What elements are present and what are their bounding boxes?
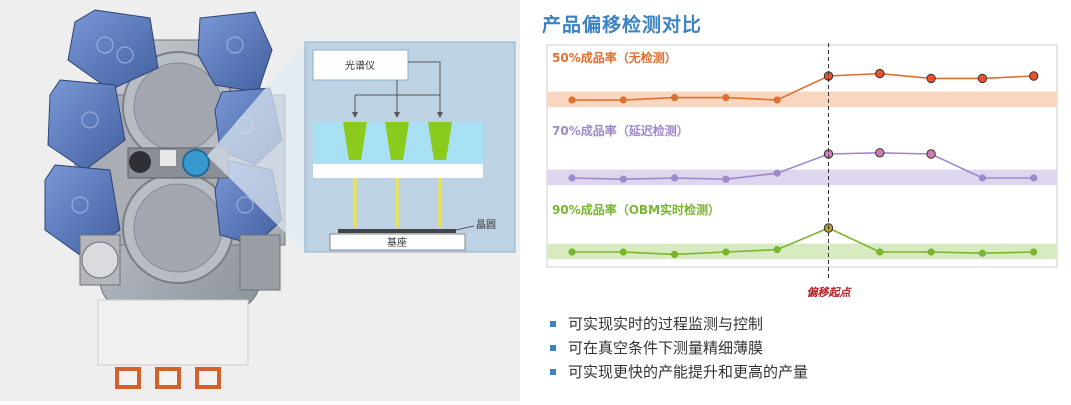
data-point bbox=[1029, 71, 1039, 81]
equipment-illustration: 光谱仪 晶圆 基座 bbox=[44, 9, 516, 389]
data-point bbox=[671, 174, 679, 182]
process-modules bbox=[44, 9, 283, 256]
series-line bbox=[572, 227, 1034, 256]
series-label: 50%成品率（无检测） bbox=[552, 50, 677, 65]
data-point bbox=[1030, 174, 1038, 182]
bullet-square-icon bbox=[550, 321, 556, 327]
data-point bbox=[978, 249, 986, 257]
data-point bbox=[876, 248, 884, 256]
substrate bbox=[329, 233, 466, 251]
data-point bbox=[927, 248, 935, 256]
wafer bbox=[338, 229, 456, 233]
data-point bbox=[722, 175, 730, 183]
wafer-label: 晶圆 bbox=[476, 219, 496, 231]
series-label: 90%成品率（OBM实时检测） bbox=[552, 202, 720, 217]
data-point bbox=[875, 68, 885, 79]
data-point bbox=[568, 96, 576, 104]
data-point bbox=[978, 174, 986, 182]
feature-list: 可实现实时的过程监测与控制 可在真空条件下测量精细薄膜 可实现更快的产能提升和更… bbox=[550, 312, 808, 384]
feature-item: 可实现实时的过程监测与控制 bbox=[550, 312, 808, 336]
data-point bbox=[568, 248, 576, 256]
data-point bbox=[1030, 248, 1038, 256]
bullet-square-icon bbox=[550, 369, 556, 375]
spectrometer-box bbox=[312, 49, 409, 81]
page-title: 产品偏移检测对比 bbox=[542, 14, 703, 36]
data-point bbox=[671, 250, 679, 258]
feature-item: 可实现更快的产能提升和更高的产量 bbox=[550, 360, 808, 384]
data-point bbox=[926, 149, 936, 159]
load-port bbox=[97, 299, 249, 366]
series-label: 70%成品率（延迟检测） bbox=[552, 123, 689, 138]
data-point bbox=[773, 96, 781, 104]
data-point bbox=[619, 248, 627, 256]
data-point bbox=[773, 169, 781, 177]
data-point bbox=[926, 73, 936, 84]
data-point bbox=[773, 246, 781, 254]
equipment-panel: 光谱仪 晶圆 基座 bbox=[0, 0, 520, 401]
data-point bbox=[671, 94, 679, 102]
data-point bbox=[619, 96, 627, 104]
offset-start-label: 偏移起点 bbox=[807, 286, 853, 299]
data-point bbox=[722, 94, 730, 102]
bullet-square-icon bbox=[550, 345, 556, 351]
series-line bbox=[571, 151, 1034, 181]
series-line bbox=[572, 72, 1034, 101]
spectrometer-label: 光谱仪 bbox=[345, 59, 375, 72]
offset-comparison-chart: 偏移起点 50%成品率（无检测） 70%成品率（延迟检测） 90%成品率（OBM实时… bbox=[546, 43, 1058, 299]
sensor-dot bbox=[182, 149, 210, 177]
feature-item: 可在真空条件下测量精细薄膜 bbox=[550, 336, 808, 360]
chart-frame bbox=[546, 44, 1058, 268]
data-point bbox=[875, 148, 885, 158]
data-point bbox=[619, 175, 627, 183]
data-point bbox=[568, 174, 576, 182]
comparison-panel: 产品偏移检测对比 偏移起点 50%成品率（无检测） 70%成品率（延迟检测） 90%… bbox=[520, 0, 1071, 401]
substrate-label: 基座 bbox=[387, 236, 407, 249]
data-point bbox=[977, 73, 988, 84]
inset-diagram: 光谱仪 晶圆 基座 bbox=[304, 41, 516, 253]
data-point bbox=[722, 248, 730, 256]
